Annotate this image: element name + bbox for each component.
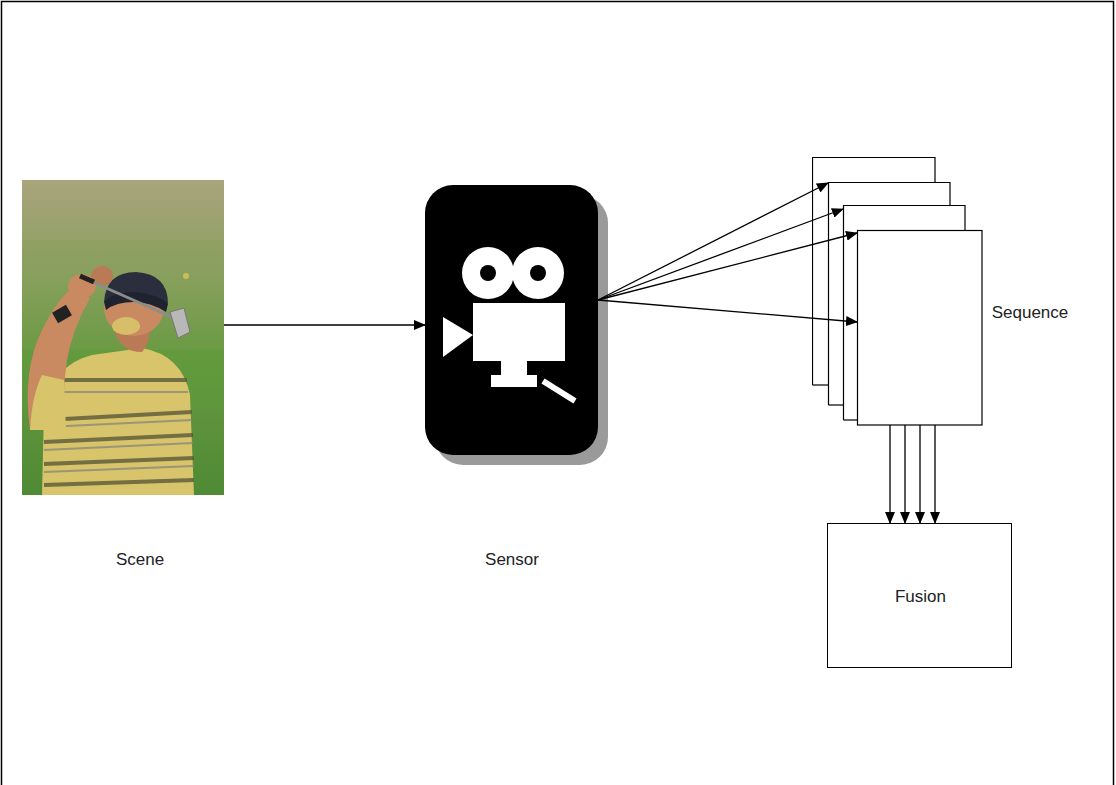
node-label: Fusion [895, 587, 946, 606]
arrow-connector [598, 209, 843, 300]
frame-stack [812, 157, 987, 429]
arrow-connector [224, 324, 425, 325]
label-holder: Fusion [895, 587, 946, 607]
camera-icon [425, 185, 610, 467]
label-holder: Sequence [992, 303, 1069, 323]
arrow-connector [934, 425, 935, 523]
arrow-connector [919, 425, 920, 523]
sensor-node: Sensor [425, 185, 598, 455]
scene-node: Scene [22, 180, 224, 495]
node-label: Scene [116, 550, 164, 569]
fusion-box: Fusion [827, 523, 1012, 668]
arrow-connector [598, 183, 828, 300]
sequence-node: Sequence [812, 157, 982, 425]
node-label: Sensor [485, 550, 539, 569]
label-holder: Sensor [485, 550, 539, 570]
label-holder: Scene [116, 550, 164, 570]
golfer-photo [22, 180, 224, 495]
arrow-connector [889, 425, 890, 523]
arrow-connector [598, 300, 857, 322]
node-label: Sequence [992, 303, 1069, 322]
arrow-connector [904, 425, 905, 523]
arrow-connector [598, 233, 857, 300]
